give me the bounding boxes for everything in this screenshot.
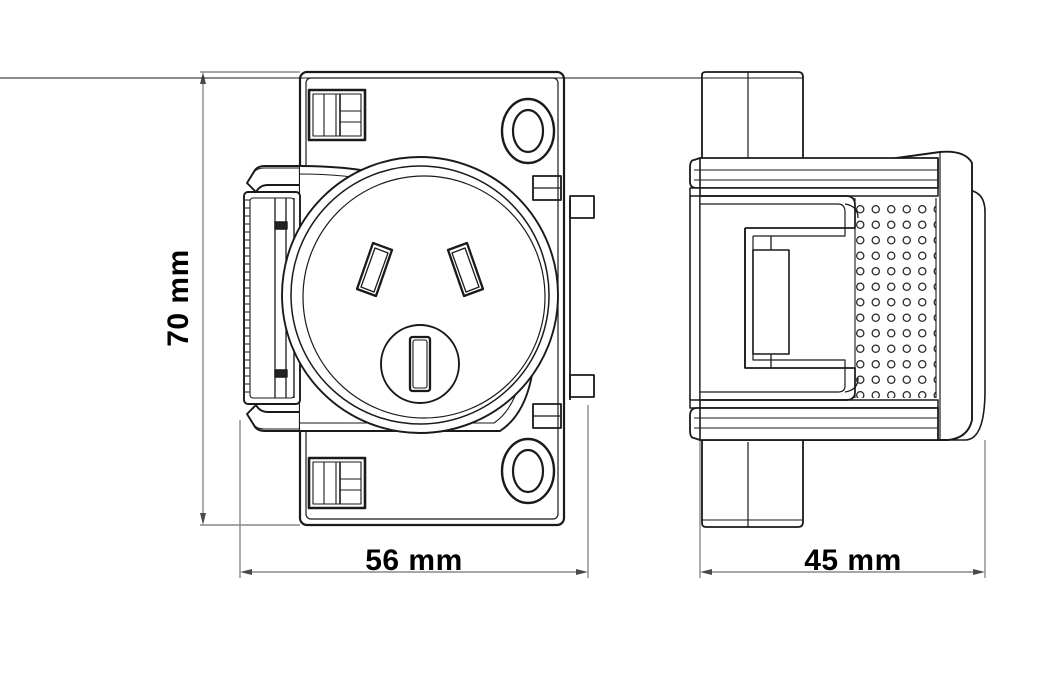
- flange-top: [689, 157, 939, 197]
- dimension-label-height: 70 mm: [162, 249, 195, 347]
- mounting-tab-bottom: [701, 439, 804, 528]
- right-lug-upper: [569, 195, 595, 219]
- perforated-panel: [854, 198, 937, 398]
- dim-arrow-width-left: [240, 569, 252, 575]
- dim-arrow-depth-left: [700, 569, 712, 575]
- dimension-annotations: [200, 71, 986, 578]
- dim-arrow-depth-right: [973, 569, 985, 575]
- side-tab-lower: [532, 403, 562, 429]
- terminal-block-top: [307, 88, 367, 142]
- side-left-edge: [689, 158, 701, 440]
- dim-arrow-width-right: [576, 569, 588, 575]
- side-tab-upper: [532, 175, 562, 201]
- mounting-hole-top: [500, 97, 556, 165]
- front-view: [243, 70, 595, 527]
- side-view: [0, 71, 986, 528]
- bracket-inner-post: [752, 249, 790, 355]
- socket-face-circle: [281, 156, 559, 434]
- dim-arrow-height-bottom: [200, 513, 206, 525]
- right-rail: [563, 176, 595, 428]
- right-lug-lower: [569, 374, 595, 398]
- mounting-hole-bottom: [500, 437, 556, 505]
- neutral-slot: [446, 241, 485, 298]
- dimension-label-depth: 45 mm: [804, 544, 902, 577]
- flange-bottom: [689, 399, 939, 441]
- active-slot: [355, 241, 394, 298]
- bracket-c-shape: [700, 195, 859, 401]
- earth-slot: [408, 335, 432, 393]
- mounting-tab-top: [0, 71, 804, 161]
- terminal-block-bottom: [307, 456, 367, 510]
- dimension-label-width: 56 mm: [365, 544, 463, 577]
